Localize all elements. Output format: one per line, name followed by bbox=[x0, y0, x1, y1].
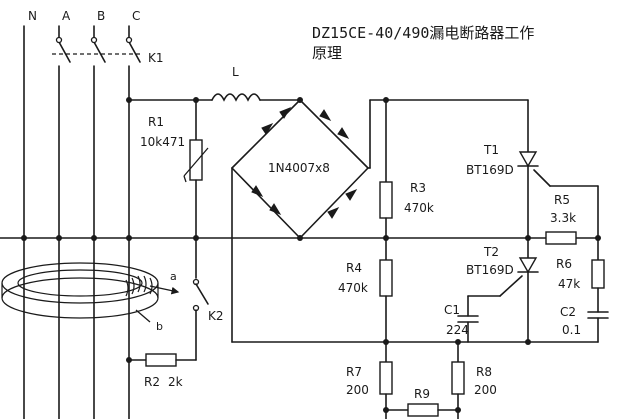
title-line-1: DZ15CE-40/490漏电断路器工作 bbox=[312, 24, 534, 42]
mains-lines bbox=[23, 25, 142, 419]
k1-contact-a bbox=[58, 41, 71, 63]
r7-name: R7 bbox=[346, 365, 362, 379]
node-bridge-top bbox=[297, 97, 303, 103]
k2-label: K2 bbox=[208, 309, 224, 323]
title-line-2: 原理 bbox=[312, 44, 342, 62]
t2-name: T2 bbox=[483, 245, 499, 259]
bridge-label: 1N4007x8 bbox=[268, 161, 330, 175]
r7-value: 200 bbox=[346, 383, 369, 397]
bridge-rectifier bbox=[231, 99, 369, 239]
r4-resistor bbox=[379, 259, 393, 297]
r1-name: R1 bbox=[148, 115, 164, 129]
node-r9-left bbox=[383, 407, 389, 413]
r3-value: 470k bbox=[404, 201, 434, 215]
c1-value: 224 bbox=[446, 323, 469, 337]
r3-name: R3 bbox=[410, 181, 426, 195]
current-transformer-core bbox=[1, 262, 159, 319]
t2-scr bbox=[518, 257, 538, 274]
node-a-core bbox=[56, 235, 62, 241]
k1-contact-c bbox=[128, 41, 141, 63]
coil-tap-b: b bbox=[156, 320, 163, 333]
node-b-core bbox=[91, 235, 97, 241]
k1-terminal-c-top bbox=[125, 36, 133, 44]
label-a: A bbox=[62, 9, 71, 23]
r7-resistor bbox=[379, 361, 393, 395]
r4-value: 470k bbox=[338, 281, 368, 295]
diode-2 bbox=[279, 106, 292, 119]
inductor-label: L bbox=[232, 65, 239, 79]
label-n: N bbox=[28, 9, 37, 23]
c1-name: C1 bbox=[444, 303, 460, 317]
node-n-core bbox=[21, 235, 27, 241]
r1-value: 10k471 bbox=[140, 135, 185, 149]
diode-8 bbox=[345, 188, 358, 201]
k1-label: K1 bbox=[148, 51, 164, 65]
r6-resistor bbox=[591, 259, 605, 289]
diode-7 bbox=[327, 206, 340, 219]
r8-name: R8 bbox=[476, 365, 492, 379]
t1-scr bbox=[518, 151, 538, 168]
label-c: C bbox=[132, 9, 140, 23]
t1-part: BT169D bbox=[466, 163, 514, 177]
c2-value: 0.1 bbox=[562, 323, 581, 337]
coil-tap-a: a bbox=[170, 270, 177, 283]
r2-name: R2 bbox=[144, 375, 160, 389]
r3-resistor bbox=[379, 181, 393, 219]
node-c-core bbox=[126, 235, 132, 241]
r6-name: R6 bbox=[556, 257, 572, 271]
diode-5 bbox=[251, 185, 264, 198]
diode-4 bbox=[337, 127, 350, 140]
r5-name: R5 bbox=[554, 193, 570, 207]
diode-3 bbox=[319, 109, 332, 122]
r8-resistor bbox=[451, 361, 465, 395]
c2-name: C2 bbox=[560, 305, 576, 319]
diode-6 bbox=[269, 203, 282, 216]
k2-contact bbox=[195, 283, 209, 305]
k1-contact-b bbox=[93, 41, 106, 63]
r6-value: 47k bbox=[558, 277, 580, 291]
r2-value: 2k bbox=[168, 375, 183, 389]
diode-1 bbox=[261, 122, 274, 135]
r1-varistor bbox=[189, 139, 203, 181]
k1-terminal-b-top bbox=[90, 36, 98, 44]
r8-value: 200 bbox=[474, 383, 497, 397]
t2-part: BT169D bbox=[466, 263, 514, 277]
r9-resistor bbox=[407, 403, 439, 417]
r2-resistor bbox=[145, 353, 177, 367]
k1-terminal-a-top bbox=[55, 36, 63, 44]
node-minus-t2 bbox=[525, 339, 531, 345]
r5-value: 3.3k bbox=[550, 211, 576, 225]
node-r9-right bbox=[455, 407, 461, 413]
t1-name: T1 bbox=[483, 143, 499, 157]
inductor-l bbox=[211, 93, 261, 102]
r5-resistor bbox=[545, 231, 577, 245]
label-b: B bbox=[97, 9, 105, 23]
r9-name: R9 bbox=[414, 387, 430, 401]
node-r2-left bbox=[126, 357, 132, 363]
r4-name: R4 bbox=[346, 261, 362, 275]
